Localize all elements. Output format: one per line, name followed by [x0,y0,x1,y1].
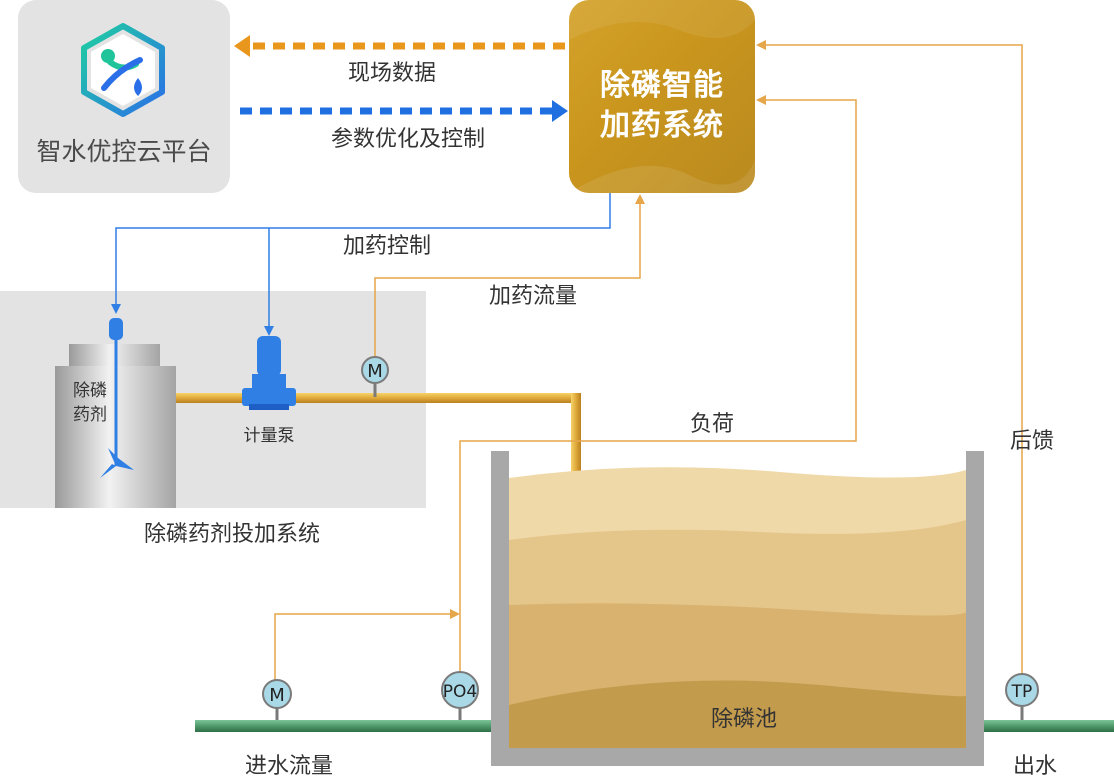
dosing-control-label: 加药控制 [343,234,431,259]
arrow-head-dosing-flow [635,194,645,204]
control-system-title: 除磷智能 加药系统 [569,66,755,146]
load-label: 负荷 [690,412,734,437]
dosing-flow-meter: M [361,356,389,397]
field-data-label: 现场数据 [348,61,436,86]
feedback-label: 后馈 [1010,429,1054,454]
metering-pump-icon [242,336,296,410]
arrow-head-feedback [756,40,766,50]
dosing-pipe-horizontal [176,393,581,403]
arrow-head-agitator [111,304,121,314]
po4-meter: PO4 [441,671,479,720]
dosing-control-lines [115,193,611,332]
control-system-title-line1: 除磷智能 [600,68,724,103]
platform-logo-icon [81,23,165,117]
dosing-meter-label: M [367,361,383,382]
optimization-arrow [240,100,568,122]
inflow-pipe [195,720,515,732]
agitator-icon [100,318,134,478]
dosing-system-label: 除磷药剂投加系统 [144,522,320,547]
arrow-head-pump [264,326,274,336]
tank-label: 除磷池 [711,707,777,732]
control-system-title-line2: 加药系统 [600,108,724,143]
feedback-signal-line [764,44,1023,680]
tp-meter: TP [1005,673,1039,720]
pump-label: 计量泵 [244,426,295,446]
inflow-signal-line [274,613,452,682]
optimization-label: 参数优化及控制 [331,127,485,152]
tp-meter-label: TP [1011,682,1033,702]
dosing-flow-line [374,202,641,358]
dosing-flow-label: 加药流量 [489,284,577,309]
arrow-head-load [756,95,766,105]
field-data-arrow [234,35,565,57]
control-box-texture [569,0,755,193]
dosing-control-system-box: 除磷智能 加药系统 [569,0,755,193]
inflow-flow-meter: M [262,679,292,720]
po4-meter-label: PO4 [443,682,477,702]
outflow-label: 出水 [1013,754,1057,779]
dosing-pipe-vertical [571,393,581,511]
tank-label-line1: 除磷 [73,381,107,401]
platform-title: 智水优控云平台 [36,137,212,166]
phosphorus-removal-tank [491,451,984,766]
flow-meter-label: M [269,685,285,706]
arrow-head-inflow [450,609,460,619]
load-signal-line [459,99,857,672]
inflow-label: 进水流量 [245,754,333,779]
tank-label-line2: 药剂 [73,405,107,425]
